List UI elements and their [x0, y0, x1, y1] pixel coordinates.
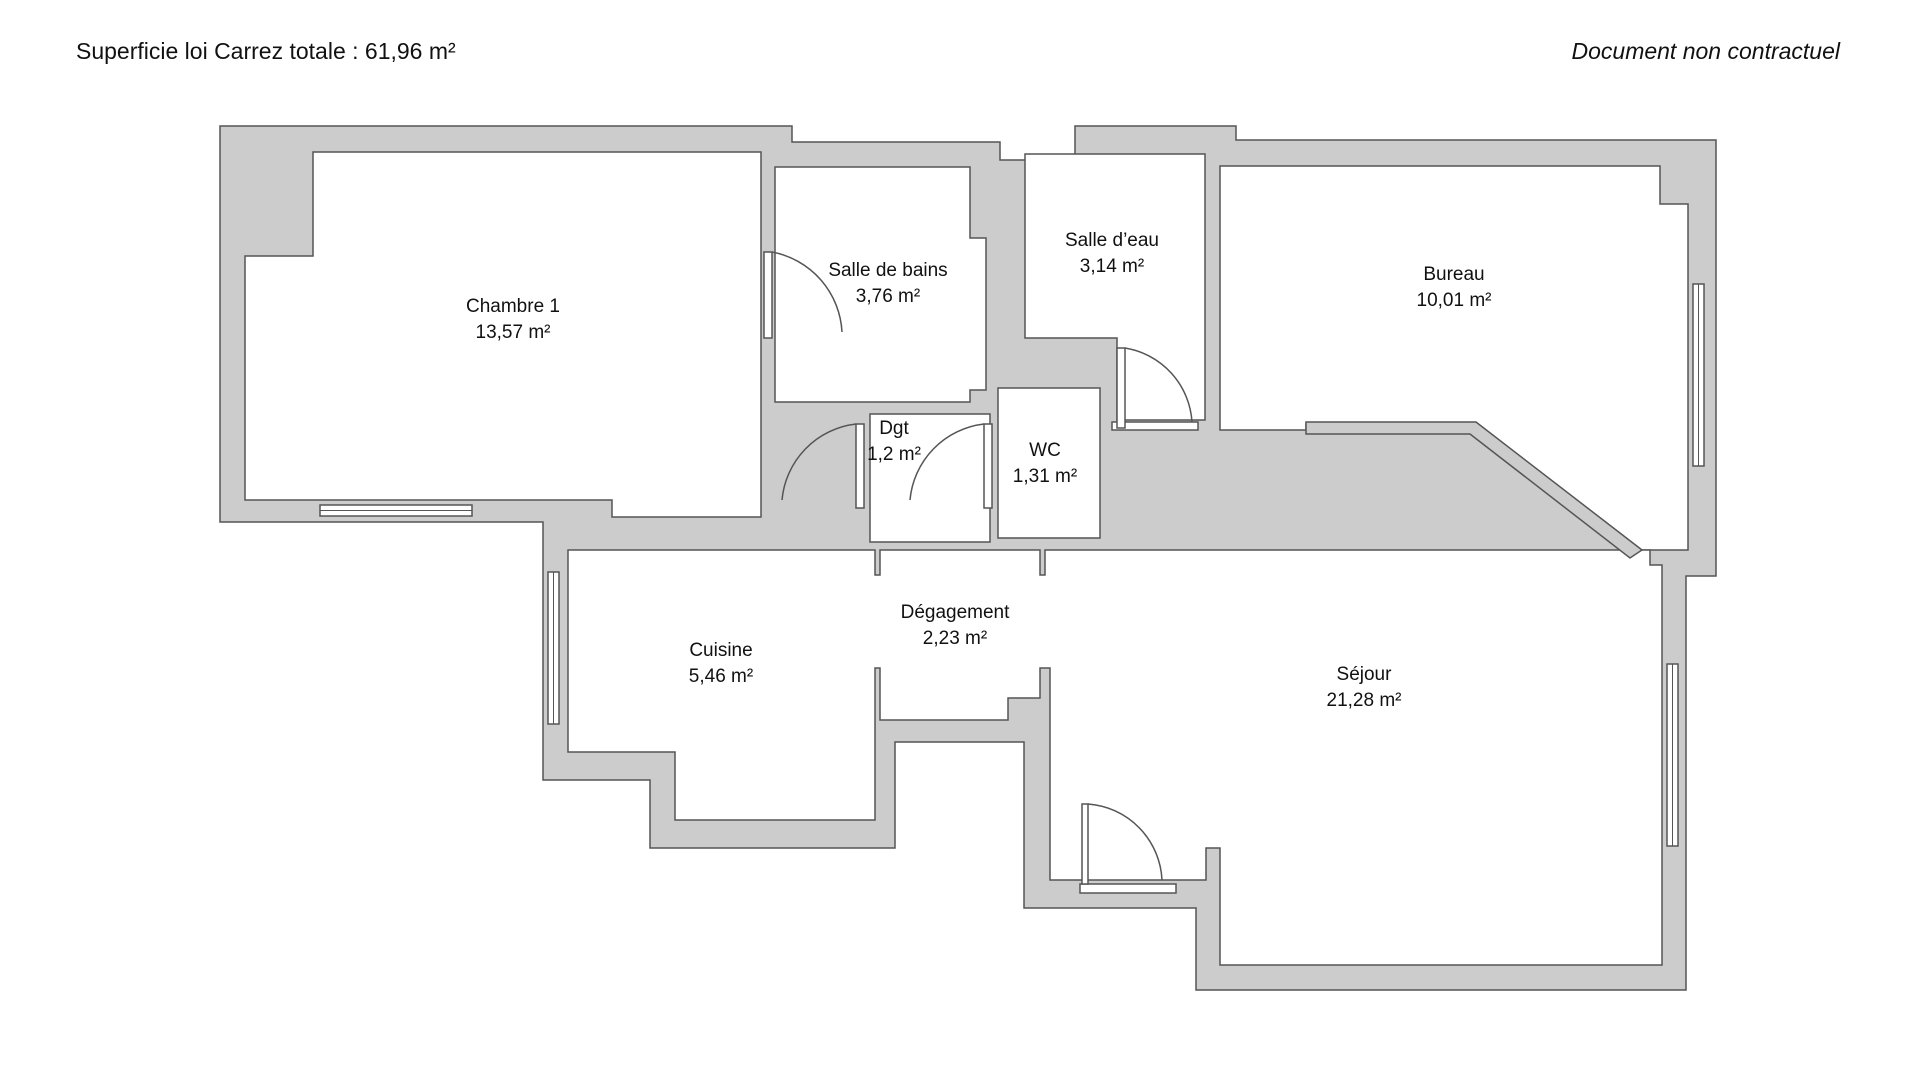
- window-salle-deau: [1111, 421, 1199, 431]
- walls: [219, 125, 1717, 991]
- room-area-salle-de-bains: 3,76 m²: [856, 286, 920, 307]
- room-name-chambre-1: Chambre 1: [466, 296, 560, 317]
- room-name-bureau: Bureau: [1423, 264, 1484, 285]
- room-area-sejour: 21,28 m²: [1327, 690, 1402, 711]
- room-name-salle-de-bains: Salle de bains: [828, 260, 947, 281]
- room-interior-sdb: [774, 166, 987, 403]
- room-name-cuisine: Cuisine: [689, 640, 752, 661]
- room-name-sejour: Séjour: [1337, 664, 1393, 685]
- windows: [319, 283, 1705, 894]
- room-interior-dgt: [869, 413, 991, 543]
- room-area-dgt: 1,2 m²: [867, 444, 921, 465]
- door-wc: [909, 423, 993, 509]
- room-area-bureau: 10,01 m²: [1417, 290, 1492, 311]
- room-area-cuisine: 5,46 m²: [689, 666, 753, 687]
- room-labels: Chambre 1 13,57 m² Salle de bains 3,76 m…: [466, 230, 1491, 711]
- room-name-degagement: Dégagement: [901, 602, 1011, 623]
- doors: [763, 251, 1193, 885]
- room-name-dgt: Dgt: [879, 418, 909, 439]
- room-area-salle-d-eau: 3,14 m²: [1080, 256, 1144, 277]
- disclaimer-label: Document non contractuel: [1571, 38, 1841, 64]
- total-area-label: Superficie loi Carrez totale : 61,96 m²: [76, 38, 456, 64]
- door-salle-deau: [1116, 347, 1193, 429]
- room-area-chambre-1: 13,57 m²: [476, 322, 551, 343]
- room-interior-chambre: [244, 151, 762, 518]
- door-sdb: [763, 251, 843, 339]
- partition-bureau-sejour: [1305, 421, 1644, 559]
- room-interior-wc: [997, 387, 1101, 539]
- window-entree: [1079, 883, 1177, 894]
- room-area-wc: 1,31 m²: [1013, 466, 1077, 487]
- room-name-wc: WC: [1029, 440, 1061, 461]
- door-dgt: [781, 423, 865, 509]
- room-name-salle-d-eau: Salle d’eau: [1065, 230, 1159, 251]
- room-area-degagement: 2,23 m²: [923, 628, 987, 649]
- room-interior-main: [567, 549, 1663, 966]
- door-entree: [1081, 803, 1163, 885]
